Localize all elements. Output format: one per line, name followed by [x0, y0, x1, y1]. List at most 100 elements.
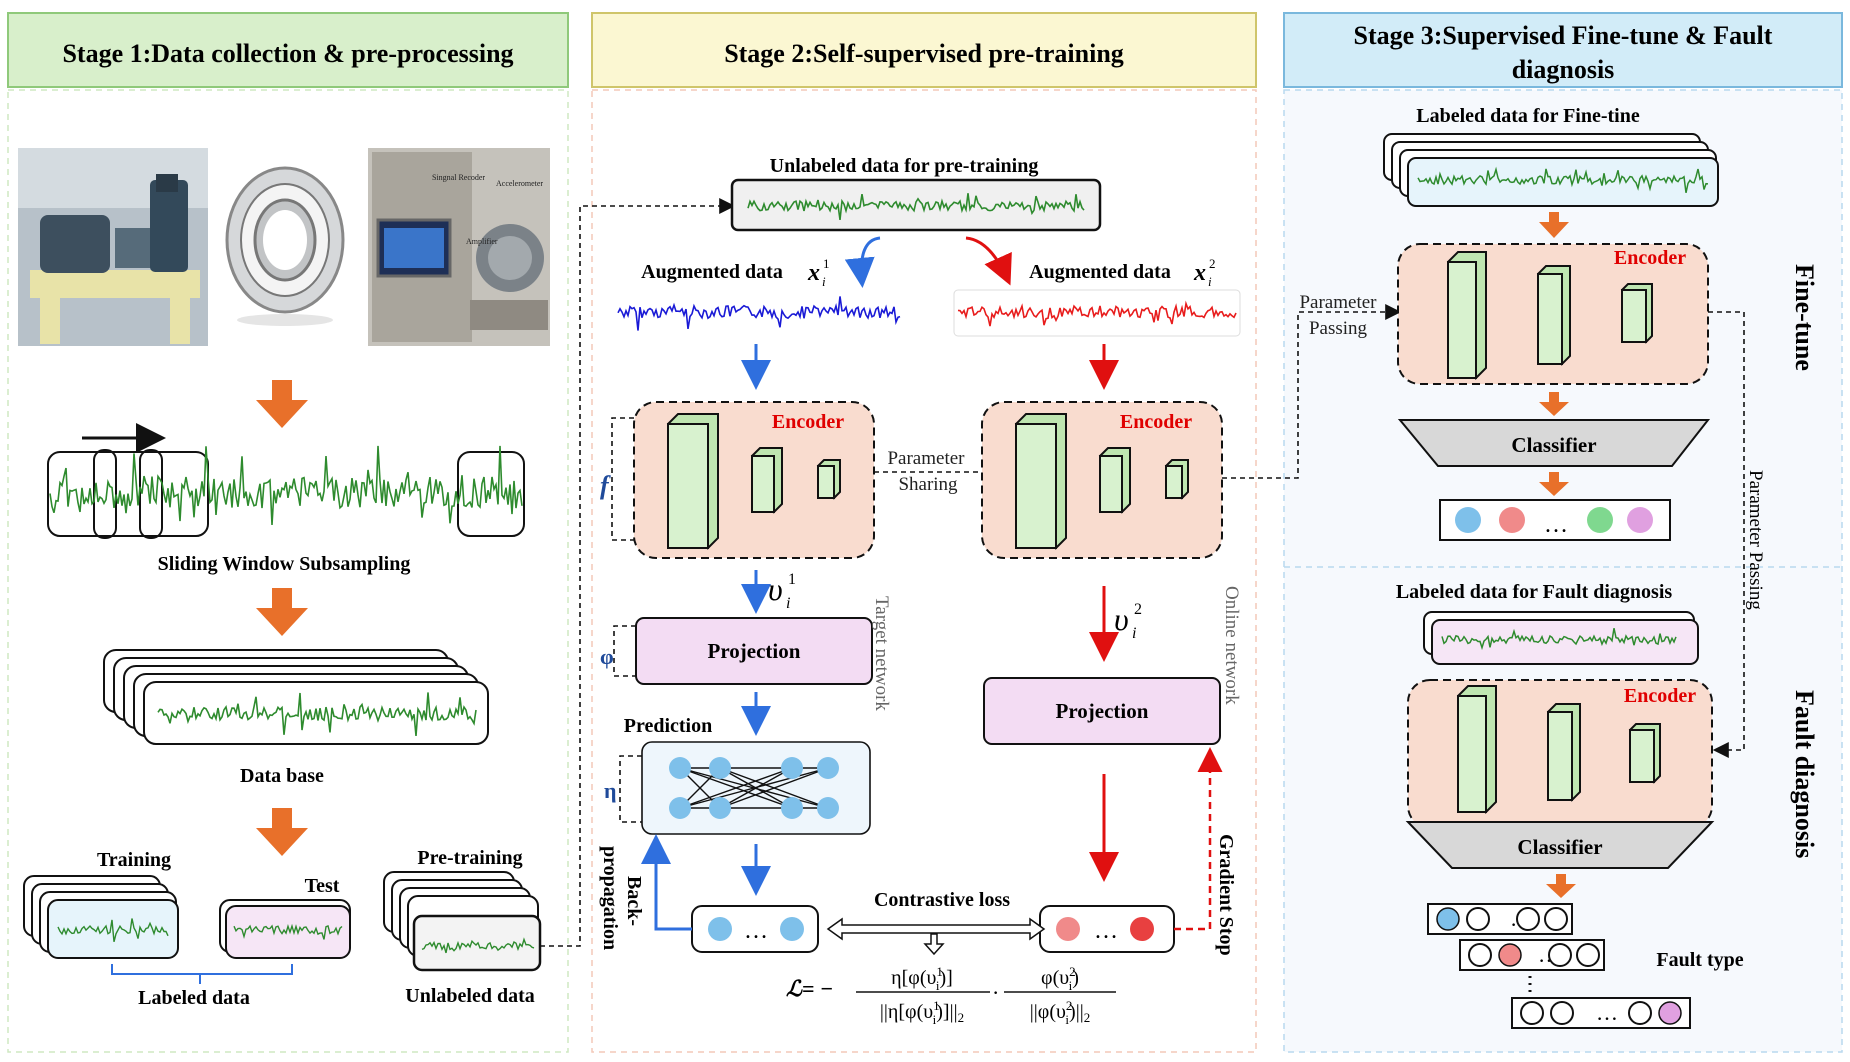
encoder-right-layer2	[1098, 447, 1131, 514]
training-label: Training	[97, 849, 171, 871]
orange-arrow-finetune-2	[1539, 392, 1569, 416]
unlabeled-data-label: Unlabeled data	[405, 985, 534, 1007]
x1-subscript: i	[822, 274, 826, 289]
loss-dot: ·	[992, 980, 999, 1005]
parameter-sharing-label-1: Parameter	[887, 448, 965, 469]
v2-superscript: 2	[1134, 601, 1142, 618]
training-signal	[57, 918, 169, 942]
test-stack	[219, 899, 351, 959]
eta-symbol: η	[604, 778, 617, 803]
encoder-bottom-layer1	[1456, 685, 1497, 814]
finetune-output-node-2	[1499, 507, 1525, 533]
database-signal	[157, 692, 477, 736]
lab-setup-photo: Singnal Recoder Accelerometer Amplifier	[368, 148, 550, 346]
finetune-side-label: Fine-tune	[1790, 264, 1819, 371]
labeled-data-bracket	[111, 964, 293, 984]
encoder-bottom-label: Encoder	[1624, 685, 1696, 707]
encoder-left-label: Encoder	[772, 411, 844, 433]
orange-arrow-finetune-3	[1539, 472, 1569, 496]
output-right-node-2	[1130, 917, 1154, 941]
parameter-passing-label-2: Passing	[1309, 318, 1368, 339]
stage1-title: Stage 1:Data collection & pre-processing	[62, 39, 513, 68]
output-left-ellipsis: …	[744, 918, 768, 944]
output-right-ellipsis: …	[1094, 918, 1118, 944]
prediction-network-nodes	[669, 757, 839, 819]
unlabeled-pretrain-signal	[747, 193, 1085, 221]
classifier-bottom-shape	[1405, 821, 1715, 869]
v1-symbol: υ	[768, 571, 783, 607]
encoder-right-layer3	[1164, 459, 1189, 500]
x2-subscript: i	[1208, 274, 1212, 289]
backprop-label-2: propagation	[599, 846, 621, 950]
orange-arrow-3	[256, 808, 308, 856]
stage3-title-line1: Stage 3:Supervised Fine-tune & Fault	[1354, 21, 1773, 50]
v2-symbol: υ	[1114, 601, 1129, 637]
stage2-header	[591, 12, 1257, 88]
test-label: Test	[305, 875, 340, 897]
encoder-right-layer1	[1014, 413, 1067, 550]
classifier-bottom-label: Classifier	[1517, 835, 1602, 859]
fault-data-stack	[1423, 611, 1699, 665]
stage3-header	[1283, 12, 1843, 88]
backprop-arrow	[641, 834, 692, 931]
pretrain-to-stage2-connector	[540, 198, 736, 947]
fault-signal	[1441, 628, 1677, 651]
stage2-title: Stage 2:Self-supervised pre-training	[724, 39, 1124, 68]
orange-arrow-1	[256, 380, 308, 428]
contrastive-double-arrow	[826, 917, 1046, 941]
labeled-finetune-label: Labeled data for Fine-tine	[1416, 105, 1640, 127]
projection-right-label: Projection	[1056, 699, 1149, 723]
v1-subscript: i	[786, 595, 790, 612]
encoder-bottom-layer3	[1628, 723, 1661, 784]
f-bracket	[611, 417, 634, 541]
augmented-signal-blue	[617, 296, 901, 331]
encoder-top-layer2	[1536, 265, 1571, 366]
encoder-left-layer3	[816, 459, 841, 500]
unlabeled-pretrain-label: Unlabeled data for pre-training	[770, 155, 1039, 177]
stage3-title-line2: diagnosis	[1512, 55, 1615, 84]
parameter-passing-label-1: Parameter	[1299, 292, 1377, 313]
projection-left-box	[635, 617, 873, 685]
online-network-label: Online network	[1221, 586, 1242, 705]
finetune-data-stack	[1383, 133, 1719, 207]
x1-superscript: 1	[823, 256, 830, 271]
gradient-stop-arrow	[1174, 747, 1223, 931]
f-symbol: f	[600, 471, 611, 500]
target-network-label: Target network	[871, 596, 892, 711]
finetune-output-ellipsis: …	[1544, 512, 1568, 538]
augment-arrow-red	[965, 236, 1012, 286]
encoder-left-layer1	[666, 413, 719, 550]
encoder-bottom-layer2	[1546, 703, 1581, 802]
database-stack	[103, 649, 489, 745]
x1-symbol: x	[807, 260, 820, 286]
contrastive-down-arrow	[923, 933, 945, 956]
prediction-label: Prediction	[624, 715, 713, 737]
amplifier-label: Amplifier	[466, 237, 498, 246]
augmented-right-label: Augmented data	[1029, 261, 1171, 283]
classifier-top-label: Classifier	[1511, 433, 1596, 457]
parameter-sharing-label-2: Sharing	[898, 474, 958, 495]
x2-symbol: x	[1193, 260, 1206, 286]
test-signal	[233, 923, 343, 940]
encoder-top-layer3	[1620, 283, 1653, 344]
augment-arrow-blue	[844, 236, 881, 288]
x2-superscript: 2	[1209, 256, 1216, 271]
svg-text:…: …	[1596, 1000, 1618, 1025]
test-rig-photo	[18, 148, 208, 346]
signal-recorder-label: Singnal Recoder	[432, 173, 485, 182]
fault-type-vector-3: …	[1511, 997, 1691, 1029]
finetune-output-node-4	[1627, 507, 1653, 533]
fault-type-vector-2: …	[1459, 939, 1605, 971]
phi-symbol: φ	[600, 644, 614, 669]
augmented-signal-red	[957, 300, 1237, 327]
classifier-top-shape	[1397, 419, 1711, 467]
stage2-panel	[591, 89, 1257, 1053]
backprop-label-1: Back-	[623, 876, 645, 926]
parameter-passing-connector	[1708, 311, 1745, 758]
